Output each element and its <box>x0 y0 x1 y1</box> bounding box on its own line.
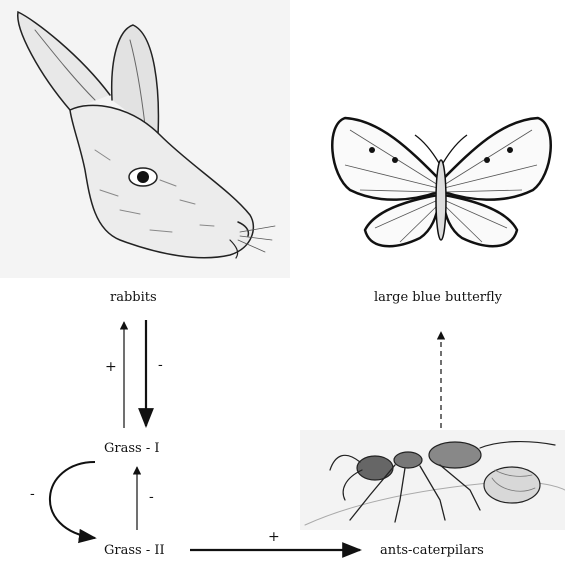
node-rabbits: rabbits <box>110 290 157 306</box>
node-butterfly: large blue butterfly <box>374 290 502 306</box>
sign-rabbits-to-grass1: - <box>158 357 163 373</box>
node-grass-2: Grass - II <box>104 543 165 559</box>
sign-grass1-to-rabbits: + <box>105 359 117 375</box>
sign-grass1-to-grass2: - <box>30 486 35 502</box>
rabbit-illustration <box>0 0 290 278</box>
ants-illustration <box>300 430 565 530</box>
sign-grass2-to-ants: + <box>268 529 280 545</box>
node-grass-1: Grass - I <box>104 441 160 457</box>
arrow-grass1-to-grass2 <box>50 462 95 538</box>
sign-grass2-to-grass1: - <box>149 489 154 505</box>
butterfly-illustration <box>332 118 550 246</box>
node-ants-caterpillars: ants-caterpilars <box>380 543 484 559</box>
